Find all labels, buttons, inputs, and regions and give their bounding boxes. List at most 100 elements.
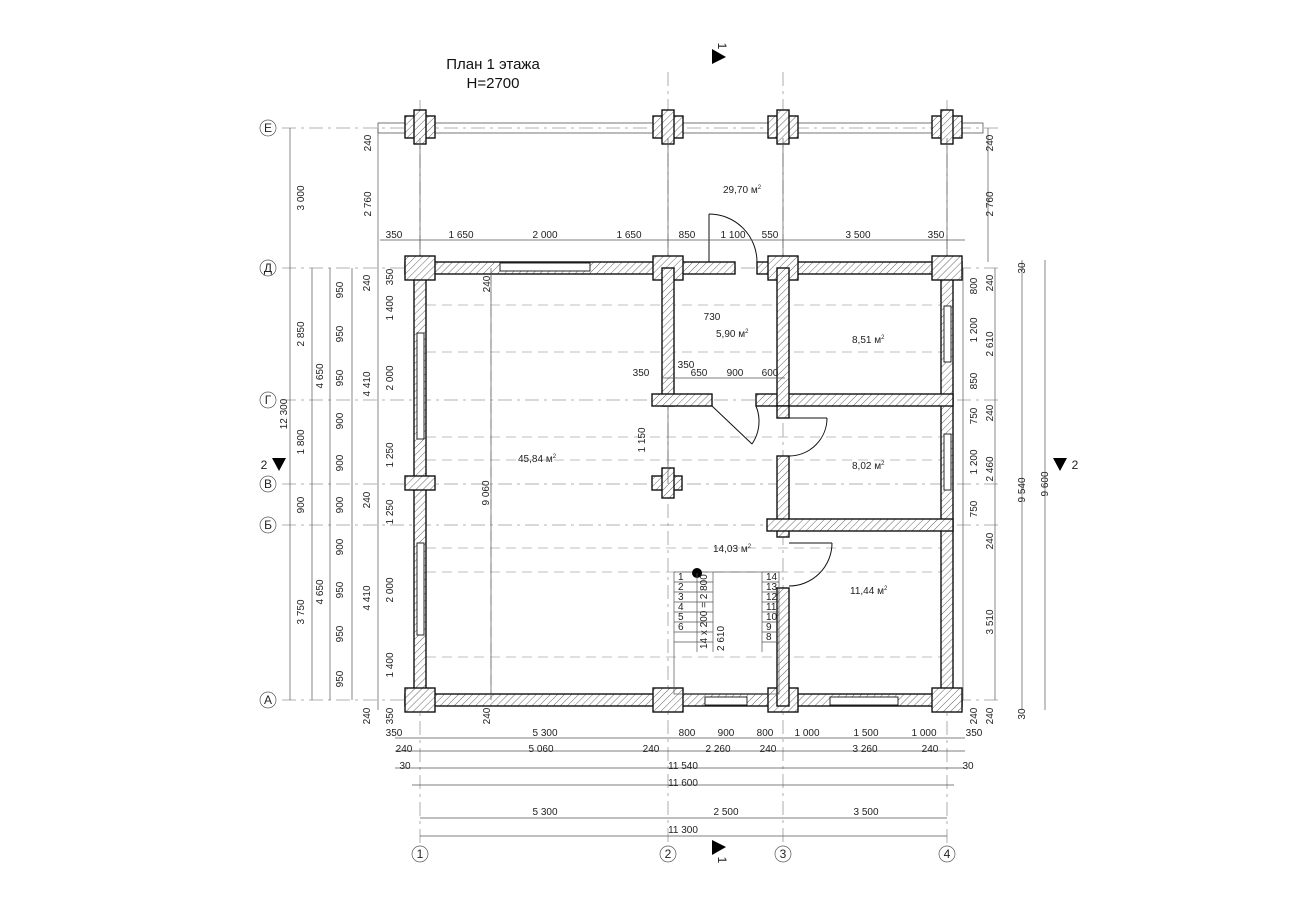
- svg-text:350: 350: [966, 728, 983, 739]
- svg-text:240: 240: [985, 404, 996, 421]
- svg-text:10: 10: [766, 612, 778, 623]
- svg-text:2 000: 2 000: [532, 230, 557, 241]
- svg-text:1 200: 1 200: [969, 449, 980, 474]
- svg-text:350: 350: [385, 707, 396, 724]
- svg-text:2 850: 2 850: [296, 321, 307, 346]
- svg-text:4 410: 4 410: [362, 371, 373, 396]
- svg-text:30: 30: [962, 761, 974, 772]
- svg-text:30: 30: [399, 761, 411, 772]
- svg-text:240: 240: [362, 707, 373, 724]
- svg-text:950: 950: [335, 670, 346, 687]
- svg-text:3 500: 3 500: [845, 230, 870, 241]
- svg-text:1 400: 1 400: [385, 652, 396, 677]
- svg-text:2 610: 2 610: [985, 331, 996, 356]
- windows: [416, 262, 952, 706]
- room-area-room-se: 11,44 м2: [850, 586, 888, 597]
- svg-text:350: 350: [633, 368, 650, 379]
- svg-text:1 250: 1 250: [385, 499, 396, 524]
- stair-width: 2 610: [716, 626, 727, 651]
- svg-text:1 800: 1 800: [296, 429, 307, 454]
- svg-text:1 000: 1 000: [911, 728, 936, 739]
- room-area-living: 45,84 м2: [518, 454, 557, 465]
- svg-text:2: 2: [1072, 458, 1079, 472]
- room-area-room-e: 8,02 м2: [852, 461, 885, 472]
- svg-text:1 500: 1 500: [853, 728, 878, 739]
- dims-right-far: 30 9 540 9 600 30: [1017, 262, 1051, 720]
- svg-text:950: 950: [335, 369, 346, 386]
- section-marks: 1 1 2 2: [261, 43, 1079, 864]
- dims-left-far: 3 000 2 850 1 800 900 3 750 12 300: [279, 185, 307, 624]
- room-areas: 29,70 м2 5,90 м2 8,51 м2 45,84 м2 8,02 м…: [518, 185, 888, 597]
- svg-text:240: 240: [362, 491, 373, 508]
- svg-text:14: 14: [766, 572, 778, 583]
- svg-text:А: А: [264, 693, 272, 707]
- plan-title: План 1 этажа: [446, 56, 540, 73]
- svg-text:13: 13: [766, 582, 778, 593]
- svg-text:240: 240: [985, 707, 996, 724]
- svg-text:900: 900: [335, 454, 346, 471]
- svg-text:2 500: 2 500: [713, 807, 738, 818]
- svg-text:1 650: 1 650: [448, 230, 473, 241]
- svg-text:750: 750: [969, 500, 980, 517]
- stair: [673, 568, 780, 695]
- svg-text:900: 900: [718, 728, 735, 739]
- svg-text:4: 4: [944, 847, 951, 861]
- svg-text:30: 30: [1017, 262, 1028, 274]
- svg-text:800: 800: [969, 277, 980, 294]
- svg-text:4 650: 4 650: [315, 363, 326, 388]
- svg-text:В: В: [264, 477, 272, 491]
- room-area-room-ne: 8,51 м2: [852, 335, 885, 346]
- svg-text:240: 240: [482, 275, 493, 292]
- stair-spec: 14 x 200 = 2 800: [699, 574, 710, 649]
- svg-text:350: 350: [386, 728, 403, 739]
- svg-text:Б: Б: [264, 518, 272, 532]
- dims-bottom-3: 30 11 540 30: [399, 761, 974, 772]
- svg-text:Г: Г: [265, 393, 272, 407]
- svg-text:3 000: 3 000: [296, 185, 307, 210]
- svg-text:1 250: 1 250: [385, 442, 396, 467]
- svg-text:11 540: 11 540: [668, 761, 698, 772]
- room-area-terrace: 29,70 м2: [723, 185, 762, 196]
- svg-text:4: 4: [678, 602, 684, 613]
- dims-left-near: 240 350 1 400 2 000 4 410 1 250 240 1 25…: [362, 268, 396, 724]
- room-area-hall: 5,90 м2: [716, 329, 749, 340]
- svg-text:800: 800: [679, 728, 696, 739]
- axis-bubbles-rows: Е Д Г В Б А: [259, 119, 277, 709]
- svg-text:240: 240: [985, 274, 996, 291]
- dims-right-near: 800 1 200 850 750 1 200 750 240 240 240: [969, 274, 996, 549]
- svg-text:5: 5: [678, 612, 684, 623]
- svg-text:1 150: 1 150: [637, 427, 648, 452]
- plan-height: H=2700: [467, 75, 520, 92]
- interior-walls: [651, 267, 954, 707]
- svg-text:240: 240: [985, 134, 996, 151]
- dims-bottom-2: 240 5 060 240 2 260 240 3 260 240: [396, 744, 939, 755]
- svg-text:650: 650: [691, 368, 708, 379]
- svg-text:240: 240: [363, 134, 374, 151]
- svg-text:350: 350: [386, 230, 403, 241]
- dims-top-row: 350 1 650 2 000 1 650 850 1 100 550 3 50…: [386, 230, 945, 241]
- svg-text:550: 550: [762, 230, 779, 241]
- dims-left-mid: 4 650 4 650: [315, 363, 326, 604]
- svg-text:1: 1: [417, 847, 424, 861]
- dims-top-side: 240 2 760 240 2 760: [363, 134, 996, 216]
- svg-text:3: 3: [678, 592, 684, 603]
- svg-text:9 060: 9 060: [481, 480, 492, 505]
- dim-overall-11300: 11 300: [668, 825, 698, 836]
- svg-text:240: 240: [969, 707, 980, 724]
- svg-text:Е: Е: [264, 121, 272, 135]
- svg-text:5 060: 5 060: [528, 744, 553, 755]
- svg-text:2 760: 2 760: [985, 191, 996, 216]
- svg-text:750: 750: [969, 407, 980, 424]
- svg-text:800: 800: [757, 728, 774, 739]
- svg-text:2 760: 2 760: [363, 191, 374, 216]
- svg-text:1 100: 1 100: [720, 230, 745, 241]
- room-area-stair-hall: 14,03 м2: [713, 544, 752, 555]
- svg-text:3 510: 3 510: [985, 609, 996, 634]
- svg-text:240: 240: [760, 744, 777, 755]
- dims-right-mid: 2 610 2 460 3 510 240 240: [969, 331, 996, 724]
- svg-text:1 000: 1 000: [794, 728, 819, 739]
- svg-text:1 650: 1 650: [616, 230, 641, 241]
- svg-text:Д: Д: [264, 261, 272, 275]
- svg-text:6: 6: [678, 622, 684, 633]
- svg-text:850: 850: [969, 372, 980, 389]
